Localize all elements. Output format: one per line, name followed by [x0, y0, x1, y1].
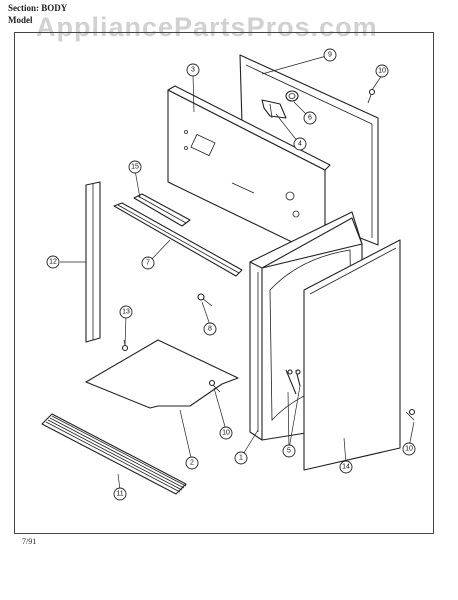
svg-text:8: 8: [208, 326, 212, 333]
callout-1: 1: [234, 451, 248, 465]
svg-text:3: 3: [191, 67, 195, 74]
svg-text:14: 14: [342, 464, 350, 471]
svg-text:10: 10: [222, 430, 230, 437]
svg-text:2: 2: [190, 460, 194, 467]
svg-text:10: 10: [378, 68, 386, 75]
callout-4: 4: [293, 137, 307, 151]
callout-6: 6: [303, 111, 317, 125]
callout-9: 9: [323, 48, 337, 62]
svg-text:12: 12: [49, 259, 57, 266]
svg-text:1: 1: [239, 455, 243, 462]
svg-text:11: 11: [116, 491, 123, 498]
callout-2: 2: [185, 456, 199, 470]
watermark-text: AppliancePartsPros.com: [36, 12, 378, 42]
bottom-panel-part-2: [85, 339, 239, 409]
svg-text:15: 15: [131, 164, 139, 171]
callout-11: 11: [113, 487, 127, 501]
knob-part-6: [285, 90, 299, 102]
callout-12: 12: [46, 255, 60, 269]
back-wall-part-3: [167, 85, 331, 259]
front-rail-part-7: [113, 202, 243, 277]
callout-10-center: 10: [219, 426, 233, 440]
svg-text:13: 13: [122, 309, 130, 316]
side-rail-part-12: [85, 181, 101, 343]
callout-8: 8: [203, 322, 217, 336]
side-panel-part-13: [303, 239, 401, 471]
callout-10-right: 10: [402, 442, 416, 456]
screw-part-10-center: [208, 379, 221, 393]
callout-15: 15: [128, 160, 142, 174]
model-line: Model: [8, 15, 33, 25]
callout-13: 14: [339, 460, 353, 474]
svg-text:5: 5: [287, 448, 291, 455]
svg-text:9: 9: [328, 52, 332, 59]
date-code: 7/91: [22, 537, 37, 546]
svg-text:4: 4: [298, 141, 302, 148]
svg-text:10: 10: [405, 446, 413, 453]
screw-part-10-right: [405, 408, 416, 421]
kick-plate-part-11: [41, 413, 187, 495]
diagram-frame: [14, 32, 434, 534]
screw-part-10-top: [367, 88, 376, 104]
svg-text:6: 6: [308, 115, 312, 122]
callout-14: 13: [119, 305, 133, 319]
callout-3: 3: [186, 63, 200, 77]
latch-part-5: [285, 369, 301, 395]
callout-7: 7: [141, 256, 155, 270]
screw-part-8: [197, 293, 213, 307]
section-title: Section: BODY: [8, 3, 68, 13]
callout-10-top: 10: [375, 64, 389, 78]
svg-text:7: 7: [146, 260, 150, 267]
callout-5: 5: [282, 444, 296, 458]
